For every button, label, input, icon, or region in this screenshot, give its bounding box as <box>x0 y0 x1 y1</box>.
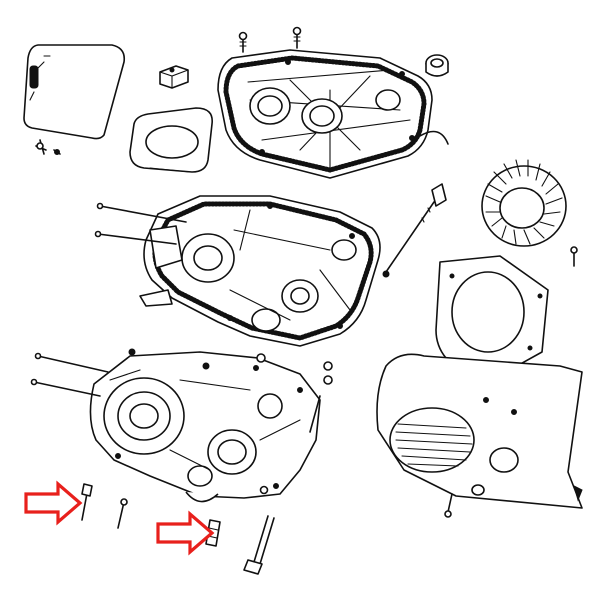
fan-bolt <box>570 246 578 267</box>
oval-gasket-plate <box>129 107 213 173</box>
cooling-fan <box>481 159 567 247</box>
arrow-right-icon <box>24 480 83 526</box>
middle-crankcase-half <box>139 195 381 347</box>
cover-bolts <box>238 26 302 53</box>
fan-shroud-plate <box>435 255 549 373</box>
small-screws-left <box>35 139 61 155</box>
inspection-window-cover <box>23 44 126 140</box>
outer-crankcase-cover <box>217 49 449 179</box>
side-cover-bolt <box>444 493 453 518</box>
retainer-block <box>159 65 189 89</box>
oil-dipstick <box>382 183 447 278</box>
bolt-2 <box>117 498 128 529</box>
lower-crankcase-half <box>89 348 321 503</box>
bolt-1 <box>81 483 93 521</box>
side-cover-grille <box>376 353 583 509</box>
long-bolt <box>243 515 275 575</box>
bushing-ring <box>425 54 449 77</box>
long-studs-lower <box>30 352 109 397</box>
small-nuts-washers <box>256 353 333 495</box>
long-studs-upper <box>94 202 187 245</box>
arrow-right-icon <box>156 510 215 556</box>
